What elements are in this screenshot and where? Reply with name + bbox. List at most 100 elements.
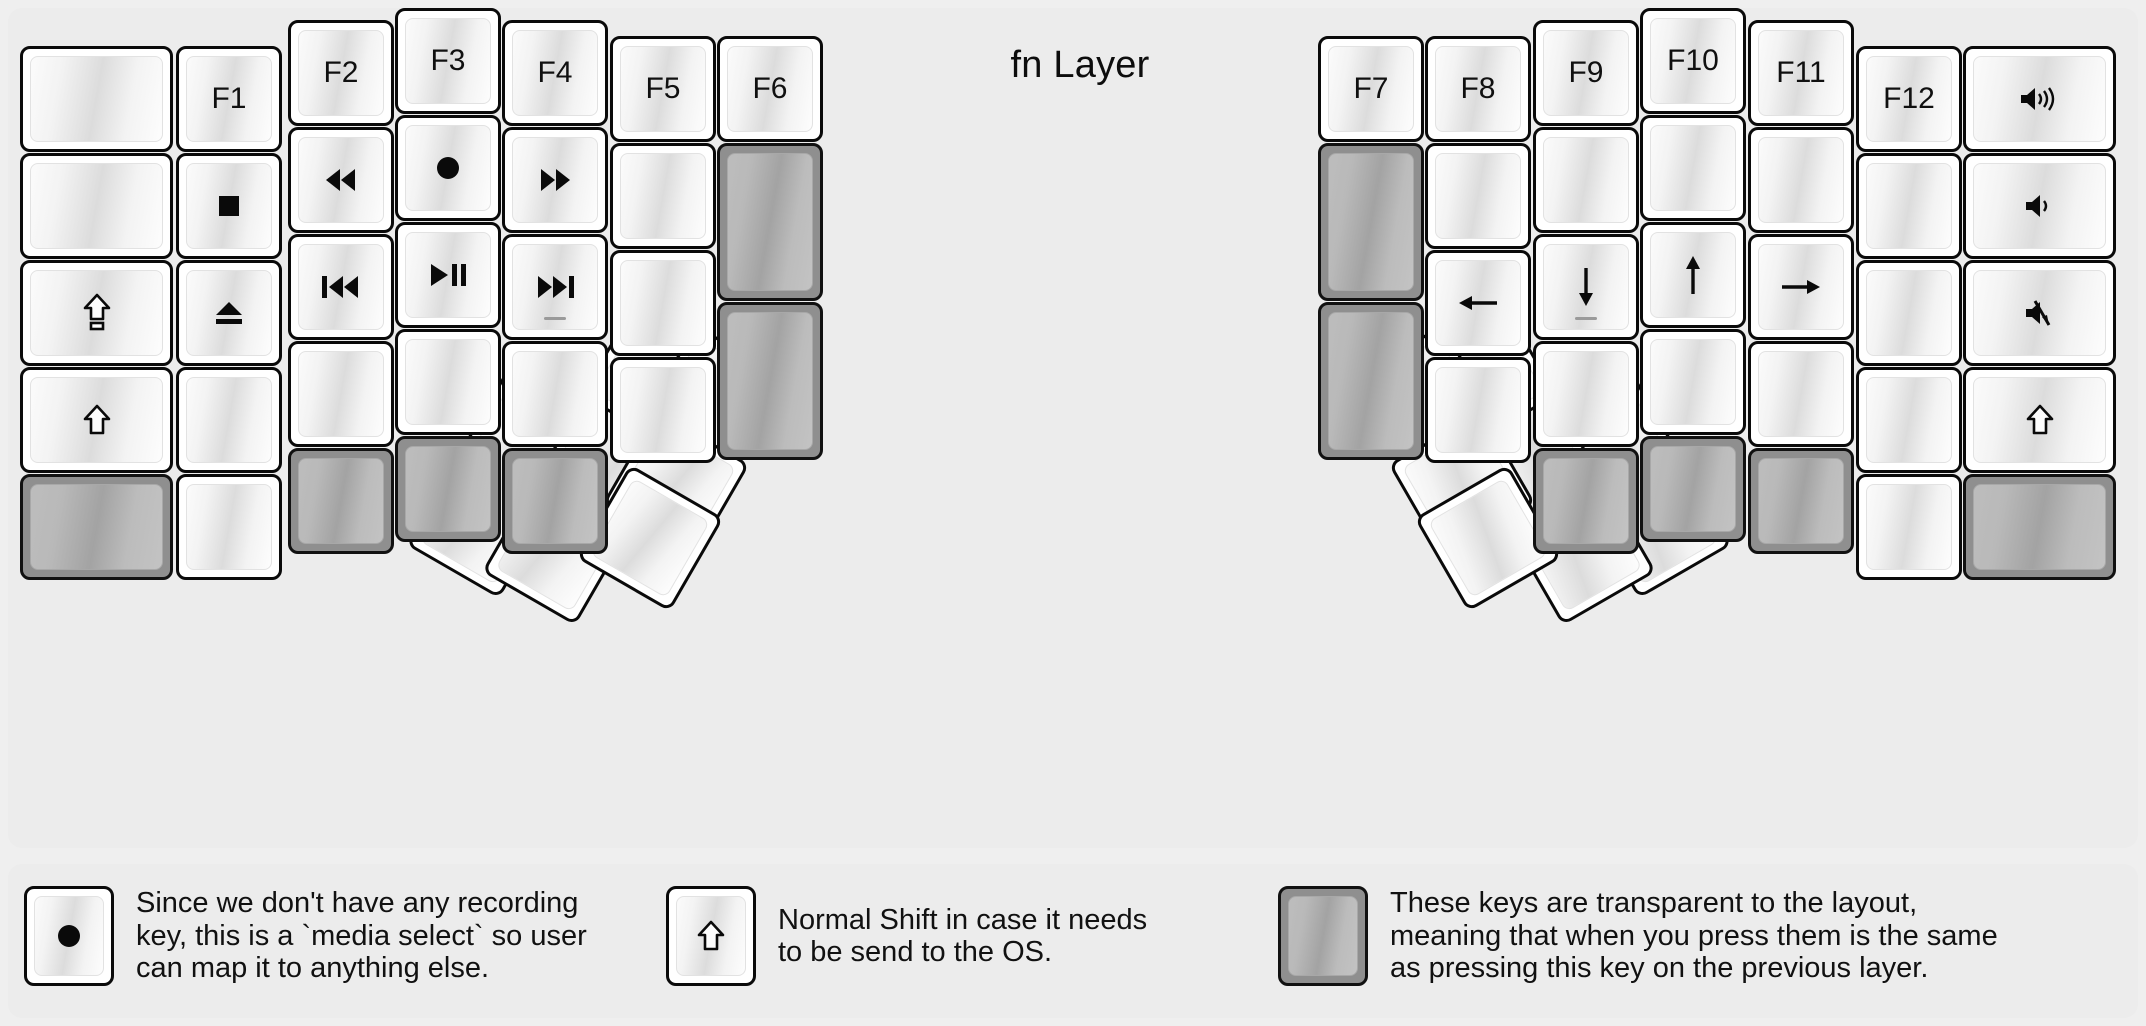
key-col-f10-r3[interactable] — [1640, 329, 1746, 435]
key-col-outer-left-r2[interactable] — [20, 260, 173, 366]
key-col-f6-r2[interactable] — [717, 302, 823, 460]
legend-item-3: These keys are transparent to the layout… — [1278, 886, 1998, 986]
key-col-f4-r0[interactable]: F4 — [502, 20, 608, 126]
key-col-f4-r2[interactable] — [502, 234, 608, 340]
keycap-face — [1328, 312, 1414, 450]
key-col-f7-r1[interactable] — [1318, 143, 1424, 301]
legend-keycap-sample-2[interactable] — [666, 886, 756, 986]
shift-arrow-icon — [83, 404, 111, 436]
volume-mute-icon — [2023, 298, 2057, 328]
keycap-label: F6 — [752, 72, 788, 105]
volume-up-icon — [2018, 84, 2062, 114]
key-col-f3-r4[interactable] — [395, 436, 501, 542]
key-col-f11-r0[interactable]: F11 — [1748, 20, 1854, 126]
keycap-face — [512, 137, 598, 223]
key-col-f2-r4[interactable] — [288, 448, 394, 554]
key-col-f8-r3[interactable] — [1425, 357, 1531, 463]
keycap-face: F4 — [512, 30, 598, 116]
key-col-f12-r1[interactable] — [1856, 153, 1962, 259]
key-col-outer-right-r2[interactable] — [1963, 260, 2116, 366]
keycap-face: F2 — [298, 30, 384, 116]
key-col-f2-r3[interactable] — [288, 341, 394, 447]
keycap-face — [1543, 458, 1629, 544]
keycap-face — [186, 270, 272, 356]
keycap-face — [620, 260, 706, 346]
key-col-f11-r2[interactable] — [1748, 234, 1854, 340]
key-col-f9-r3[interactable] — [1533, 341, 1639, 447]
keycap-face: F8 — [1435, 46, 1521, 132]
key-col-f4-r1[interactable] — [502, 127, 608, 233]
keycap-face — [298, 458, 384, 544]
key-col-f9-r1[interactable] — [1533, 127, 1639, 233]
key-col-f8-r2[interactable] — [1425, 250, 1531, 356]
key-col-f12-r0[interactable]: F12 — [1856, 46, 1962, 152]
key-col-f6-r0[interactable]: F6 — [717, 36, 823, 142]
key-col-f2-r1[interactable] — [288, 127, 394, 233]
key-col-outer-left-r3[interactable] — [20, 367, 173, 473]
key-col-f4-r4[interactable] — [502, 448, 608, 554]
media-next-track-icon — [535, 273, 575, 301]
key-col-f10-r4[interactable] — [1640, 436, 1746, 542]
keycap-face: F5 — [620, 46, 706, 132]
key-col-outer-right-r0[interactable] — [1963, 46, 2116, 152]
key-col-f8-r1[interactable] — [1425, 143, 1531, 249]
keycap-face — [1650, 446, 1736, 532]
keycap-face — [186, 163, 272, 249]
keycap-face — [620, 367, 706, 453]
keycap-face — [512, 244, 598, 330]
keycap-face — [1650, 339, 1736, 425]
key-col-f2-r2[interactable] — [288, 234, 394, 340]
key-col-f6-r1[interactable] — [717, 143, 823, 301]
key-col-f5-r2[interactable] — [610, 250, 716, 356]
keycap-face — [1973, 270, 2106, 356]
legend-keycap-sample-1[interactable] — [24, 886, 114, 986]
key-col-f1-r1[interactable] — [176, 153, 282, 259]
key-col-outer-left-r1[interactable] — [20, 153, 173, 259]
key-col-f12-r3[interactable] — [1856, 367, 1962, 473]
key-col-outer-right-r3[interactable] — [1963, 367, 2116, 473]
key-col-f9-r0[interactable]: F9 — [1533, 20, 1639, 126]
media-eject-icon — [213, 298, 245, 328]
key-col-f9-r2[interactable] — [1533, 234, 1639, 340]
keycap-label: F7 — [1353, 72, 1389, 105]
key-col-f8-r0[interactable]: F8 — [1425, 36, 1531, 142]
key-col-f3-r2[interactable] — [395, 222, 501, 328]
key-col-f5-r3[interactable] — [610, 357, 716, 463]
key-col-f1-r3[interactable] — [176, 367, 282, 473]
key-col-f3-r3[interactable] — [395, 329, 501, 435]
key-col-f12-r2[interactable] — [1856, 260, 1962, 366]
key-col-f12-r4[interactable] — [1856, 474, 1962, 580]
keycap-face — [1758, 351, 1844, 437]
keycap-face — [620, 153, 706, 239]
key-col-f10-r0[interactable]: F10 — [1640, 8, 1746, 114]
keycap-face — [1866, 270, 1952, 356]
key-col-f9-r4[interactable] — [1533, 448, 1639, 554]
key-col-f11-r3[interactable] — [1748, 341, 1854, 447]
key-col-f4-r3[interactable] — [502, 341, 608, 447]
key-col-f1-r4[interactable] — [176, 474, 282, 580]
keycap-face — [1758, 137, 1844, 223]
key-col-f11-r1[interactable] — [1748, 127, 1854, 233]
caps-lock-arrow-icon — [83, 293, 111, 333]
key-col-outer-right-r4[interactable] — [1963, 474, 2116, 580]
key-col-f2-r0[interactable]: F2 — [288, 20, 394, 126]
media-play-pause-icon — [428, 261, 468, 289]
key-col-f5-r0[interactable]: F5 — [610, 36, 716, 142]
key-col-f10-r1[interactable] — [1640, 115, 1746, 221]
key-col-f10-r2[interactable] — [1640, 222, 1746, 328]
keycap-face: F9 — [1543, 30, 1629, 116]
key-col-f7-r2[interactable] — [1318, 302, 1424, 460]
key-col-f7-r0[interactable]: F7 — [1318, 36, 1424, 142]
legend-keycap-sample-3[interactable] — [1278, 886, 1368, 986]
key-col-f3-r0[interactable]: F3 — [395, 8, 501, 114]
key-col-f1-r2[interactable] — [176, 260, 282, 366]
key-col-f5-r1[interactable] — [610, 143, 716, 249]
keycap-label: F4 — [537, 56, 573, 89]
key-col-f1-r0[interactable]: F1 — [176, 46, 282, 152]
key-col-f11-r4[interactable] — [1748, 448, 1854, 554]
key-col-f3-r1[interactable] — [395, 115, 501, 221]
key-col-outer-left-r4[interactable] — [20, 474, 173, 580]
key-col-outer-left-r0[interactable] — [20, 46, 173, 152]
key-col-outer-right-r1[interactable] — [1963, 153, 2116, 259]
